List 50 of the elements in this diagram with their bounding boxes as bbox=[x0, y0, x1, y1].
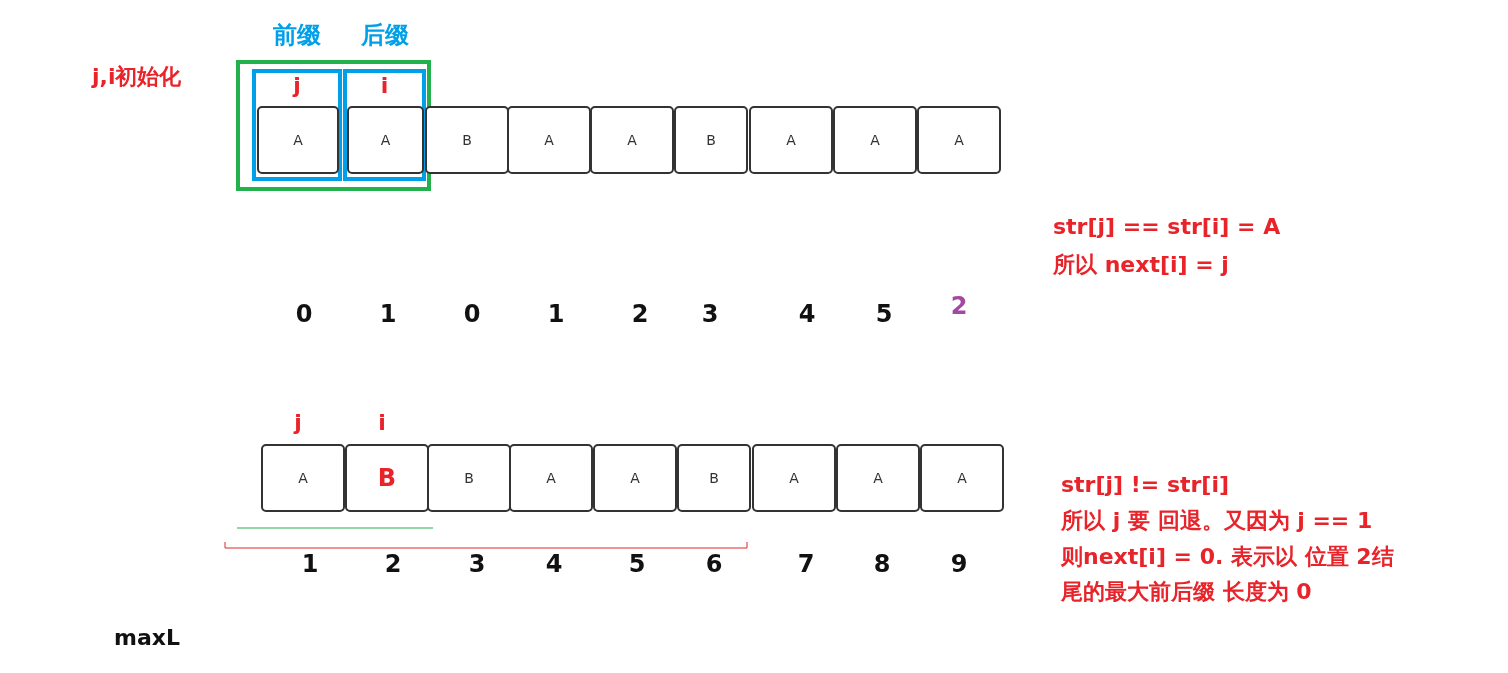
note-text: 尾的最大前后缀 长度为 0 bbox=[1061, 578, 1312, 606]
pointer-label: i bbox=[378, 410, 386, 435]
pointer-label: i bbox=[380, 73, 389, 98]
note-text: 则next[i] = 0. 表示以 位置 2结 bbox=[1061, 543, 1394, 571]
array-cell: A bbox=[833, 106, 917, 174]
note-text: 所以 next[i] = j bbox=[1053, 251, 1229, 279]
array-cell: A bbox=[920, 444, 1004, 512]
index-number: 5 bbox=[628, 550, 646, 578]
array-cell: B bbox=[425, 106, 509, 174]
index-number: 3 bbox=[468, 550, 486, 578]
array-cell: A bbox=[261, 444, 345, 512]
index-number: 0 bbox=[295, 300, 313, 328]
array-cell: A bbox=[257, 106, 339, 174]
note-text: 所以 j 要 回退。又因为 j == 1 bbox=[1061, 507, 1373, 535]
index-number: 7 bbox=[797, 550, 815, 578]
array-cell: B bbox=[345, 444, 429, 512]
array-cell: B bbox=[427, 444, 511, 512]
index-number: 2 bbox=[631, 300, 649, 328]
array-cell: A bbox=[917, 106, 1001, 174]
array-cell: B bbox=[674, 106, 748, 174]
array-cell: A bbox=[347, 106, 424, 174]
step-title: j,i初始化 bbox=[92, 63, 182, 91]
array-cell: A bbox=[752, 444, 836, 512]
array-cell: A bbox=[749, 106, 833, 174]
index-number: 3 bbox=[701, 300, 719, 328]
index-number: 4 bbox=[545, 550, 563, 578]
frame-heading: 后缀 bbox=[360, 20, 409, 51]
array-cell: A bbox=[836, 444, 920, 512]
array-cell: A bbox=[507, 106, 591, 174]
index-number: 0 bbox=[463, 300, 481, 328]
index-number: 8 bbox=[873, 550, 891, 578]
array-cell: A bbox=[509, 444, 593, 512]
index-number: 5 bbox=[875, 300, 893, 328]
index-number: 1 bbox=[379, 300, 397, 328]
index-number: 2 bbox=[384, 550, 402, 578]
array-cell: A bbox=[593, 444, 677, 512]
array-cell: B bbox=[677, 444, 751, 512]
array-cell: A bbox=[590, 106, 674, 174]
pointer-label: j bbox=[293, 73, 301, 98]
pointer-label: j bbox=[294, 410, 302, 435]
index-number: 9 bbox=[950, 550, 968, 578]
index-number: 4 bbox=[798, 300, 816, 328]
index-number: 1 bbox=[547, 300, 565, 328]
frame-heading: 前缀 bbox=[273, 20, 321, 51]
index-number: 6 bbox=[705, 550, 723, 578]
axis-caption: maxL bbox=[114, 625, 180, 650]
index-number: 2 bbox=[950, 292, 968, 320]
note-text: str[j] == str[i] = A bbox=[1053, 214, 1281, 239]
note-text: str[j] != str[i] bbox=[1061, 472, 1229, 497]
index-number: 1 bbox=[301, 550, 319, 578]
